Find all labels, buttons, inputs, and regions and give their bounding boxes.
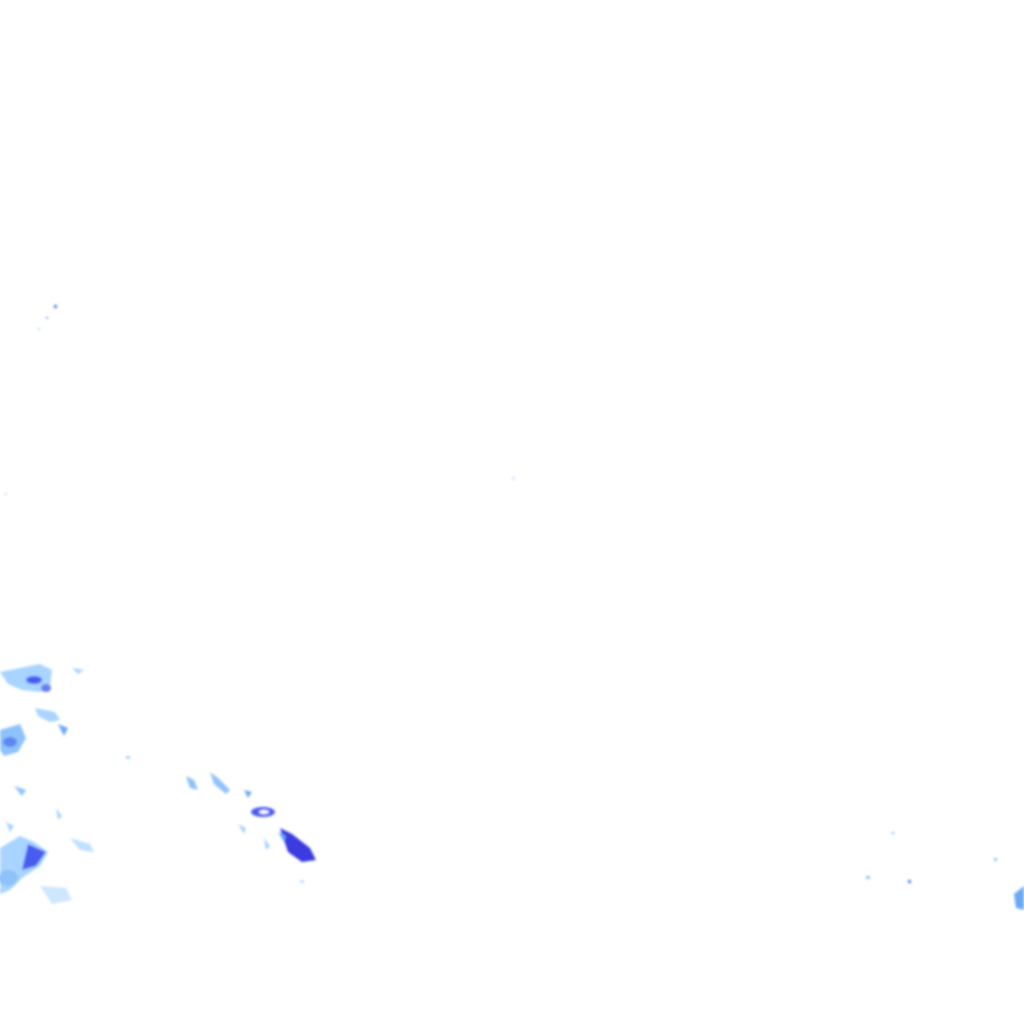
- precipitation-overlay: [0, 305, 1024, 910]
